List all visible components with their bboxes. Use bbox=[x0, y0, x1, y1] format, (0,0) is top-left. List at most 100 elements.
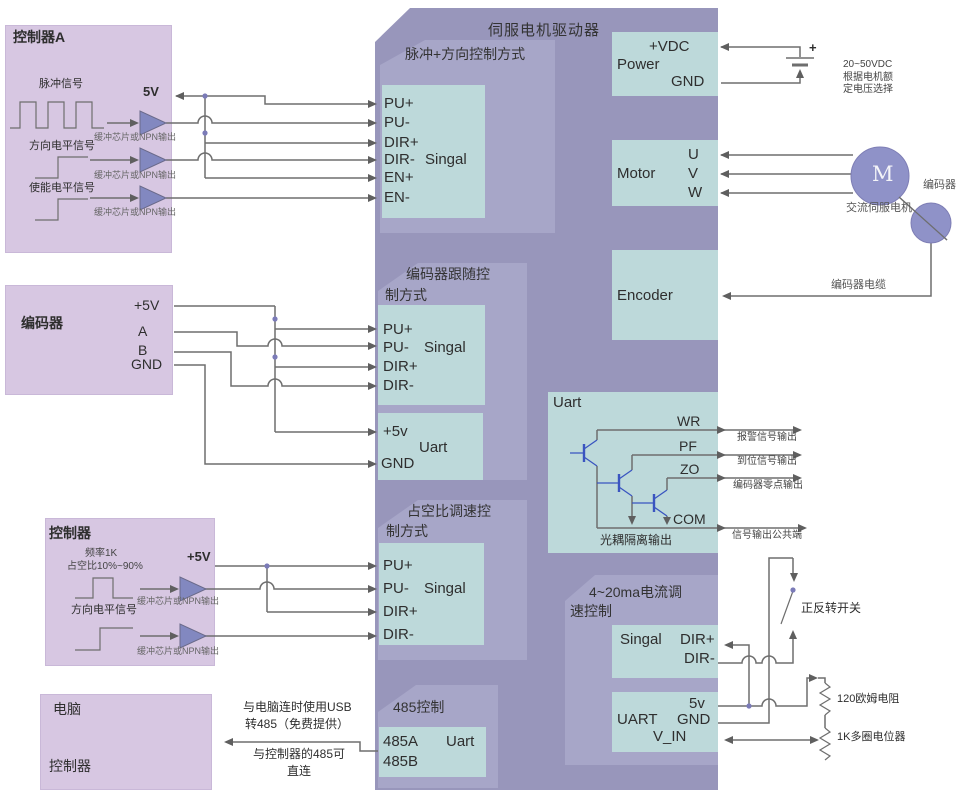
mode-current-title-2: 速控制 bbox=[570, 603, 612, 619]
pin-w: W bbox=[688, 184, 703, 201]
encoder-source-box bbox=[5, 285, 173, 395]
power-note-1: 20~50VDC bbox=[843, 59, 893, 70]
signal-tag-3: Singal bbox=[424, 580, 466, 597]
pin-uart-5v: +5v bbox=[383, 423, 408, 440]
motor-symbol bbox=[850, 146, 952, 244]
motor-wires bbox=[721, 154, 948, 297]
encoder-port-tag: Encoder bbox=[617, 287, 673, 304]
current-mode-wires bbox=[718, 557, 832, 761]
mode-duty-cycle-signal-box bbox=[379, 543, 484, 645]
mode-duty-title-1: 占空比调速控 bbox=[407, 503, 491, 519]
power-wires bbox=[721, 46, 814, 84]
pin-dir-plus-5: DIR+ bbox=[680, 631, 715, 648]
ac-servo-motor-label: 交流伺服电机 bbox=[846, 202, 912, 214]
supply-5v-label-b: +5V bbox=[187, 549, 211, 564]
pin-pu-plus-2: PU+ bbox=[383, 321, 413, 338]
encoder-pin-5v: +5V bbox=[134, 297, 160, 313]
encoder-pin-b: B bbox=[138, 342, 148, 358]
power-note-2: 根据电机额 bbox=[843, 72, 893, 83]
pc-subtitle: 控制器 bbox=[49, 758, 91, 774]
pin-dir-minus-3: DIR- bbox=[383, 626, 414, 643]
pf-desc: 到位信号输出 bbox=[737, 456, 797, 467]
pin-dir-minus-5: DIR- bbox=[684, 650, 715, 667]
pin-vin-5: V_IN bbox=[653, 728, 687, 745]
usb-note-3: 与控制器的485可 bbox=[253, 747, 346, 761]
pin-en-minus: EN- bbox=[384, 189, 410, 206]
mode-encoder-follow-title-1: 编码器跟随控 bbox=[406, 266, 490, 282]
pin-gnd-5: GND bbox=[677, 711, 711, 728]
pin-5v-5: 5v bbox=[689, 695, 705, 712]
power-box bbox=[612, 32, 718, 96]
battery-plus-sign: + bbox=[809, 40, 817, 55]
pin-dir-plus-3: DIR+ bbox=[383, 603, 418, 620]
resistor-120-label: 120欧姆电阻 bbox=[837, 693, 900, 705]
usb-note-1: 与电脑连时使用USB bbox=[243, 700, 352, 714]
controller-a-title: 控制器A bbox=[13, 29, 66, 45]
pin-485a: 485A bbox=[383, 733, 419, 750]
buffer-note-1: 缓冲芯片或NPN输出 bbox=[94, 132, 177, 142]
power-tag: Power bbox=[617, 56, 660, 73]
pin-vdc: +VDC bbox=[649, 38, 690, 55]
supply-5v-label: 5V bbox=[143, 84, 159, 99]
usb-note-4: 直连 bbox=[287, 764, 312, 778]
pin-pu-plus-3: PU+ bbox=[383, 557, 413, 574]
mode-485-uart-box bbox=[379, 727, 486, 777]
encoder-pin-a: A bbox=[138, 323, 148, 339]
enable-level-label: 使能电平信号 bbox=[29, 182, 95, 194]
pin-zo: ZO bbox=[680, 461, 700, 477]
uart-output-tag: Uart bbox=[553, 394, 582, 411]
uart-tag-2: Uart bbox=[419, 439, 448, 456]
driver-title: 伺服电机驱动器 bbox=[488, 22, 601, 39]
buffer-note-3: 缓冲芯片或NPN输出 bbox=[94, 207, 177, 217]
encoder-source-title: 编码器 bbox=[21, 315, 63, 331]
pin-pu-minus-2: PU- bbox=[383, 339, 409, 356]
pin-power-gnd: GND bbox=[671, 73, 705, 90]
mode-pulse-dir-title: 脉冲+方向控制方式 bbox=[405, 46, 526, 62]
pulse-signal-label: 脉冲信号 bbox=[39, 78, 83, 90]
pin-uart-gnd: GND bbox=[381, 455, 415, 472]
controller-a-box bbox=[5, 25, 172, 253]
com-desc: 信号输出公共端 bbox=[732, 530, 802, 541]
signal-tag-5: Singal bbox=[620, 631, 662, 648]
buffer-note-5: 缓冲芯片或NPN输出 bbox=[137, 646, 220, 656]
pot-1k-label: 1K多圈电位器 bbox=[837, 731, 906, 743]
pin-v: V bbox=[688, 165, 699, 182]
mode-485-title: 485控制 bbox=[393, 699, 445, 715]
mode-duty-title-2: 制方式 bbox=[386, 523, 428, 539]
encoder-pin-gnd: GND bbox=[131, 356, 163, 372]
motor-m-symbol: M bbox=[872, 162, 894, 186]
dir-level-label: 方向电平信号 bbox=[29, 140, 95, 152]
pin-en-plus: EN+ bbox=[384, 169, 414, 186]
buffer-note-2: 缓冲芯片或NPN输出 bbox=[94, 170, 177, 180]
motor-encoder-label: 编码器 bbox=[923, 179, 956, 191]
pin-dir-plus-2: DIR+ bbox=[383, 358, 418, 375]
pin-485b: 485B bbox=[383, 753, 419, 770]
encoder-cable-label: 编码器电缆 bbox=[831, 279, 886, 291]
pc-title: 电脑 bbox=[53, 701, 81, 717]
pin-dir-minus-2: DIR- bbox=[383, 377, 414, 394]
pin-com: COM bbox=[673, 511, 706, 527]
zo-desc: 编码器零点输出 bbox=[733, 480, 803, 491]
pin-pu-minus-3: PU- bbox=[383, 580, 409, 597]
pin-pu-minus: PU- bbox=[384, 114, 410, 131]
wr-desc: 报警信号输出 bbox=[737, 432, 797, 443]
pin-wr: WR bbox=[677, 413, 701, 429]
freq-label: 频率1K bbox=[85, 548, 118, 559]
mode-current-signal-box bbox=[612, 625, 718, 678]
mode-encoder-follow-uart-box bbox=[378, 413, 483, 480]
pin-dir-minus: DIR- bbox=[384, 151, 415, 168]
fwd-rev-switch-label: 正反转开关 bbox=[801, 601, 862, 615]
pin-u: U bbox=[688, 146, 699, 163]
mode-current-uart-box bbox=[612, 692, 718, 752]
signal-tag-2: Singal bbox=[424, 339, 466, 356]
iso-output-label: 光耦隔离输出 bbox=[600, 533, 673, 547]
power-note-3: 定电压选择 bbox=[843, 84, 893, 95]
mode-encoder-follow-signal-box bbox=[378, 305, 485, 405]
encoder-port-box bbox=[612, 250, 718, 340]
mode-encoder-follow-title-2: 制方式 bbox=[385, 287, 427, 303]
duty-label: 占空比10%~90% bbox=[67, 561, 143, 572]
buffer-note-4: 缓冲芯片或NPN输出 bbox=[137, 596, 220, 606]
pc-box bbox=[40, 694, 212, 790]
motor-box bbox=[612, 140, 718, 206]
